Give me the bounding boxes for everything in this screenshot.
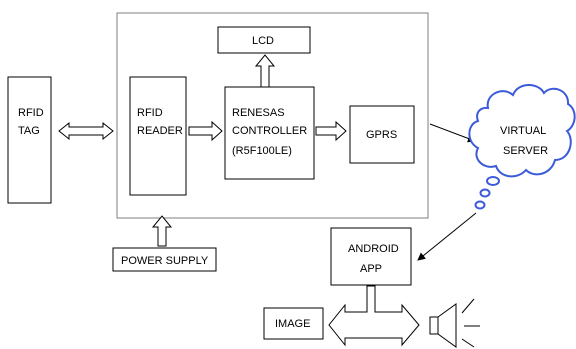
tag-reader-double-arrow — [58, 121, 114, 141]
image-label: IMAGE — [275, 318, 310, 330]
speaker-icon — [429, 298, 480, 348]
controller-label-1: RENESAS — [232, 107, 285, 119]
gprs-label: GPRS — [366, 129, 397, 141]
power-supply-arrow — [151, 215, 173, 247]
server-app-arrow — [417, 212, 477, 261]
rfid-reader-label-2: READER — [137, 125, 183, 137]
rfid-reader-block — [129, 76, 187, 196]
renesas-controller-block — [224, 86, 315, 180]
power-supply-block — [112, 247, 217, 272]
rfid-tag-label-1: RFID — [18, 107, 44, 119]
virtual-server-cloud — [468, 84, 576, 210]
controller-gprs-arrow — [315, 120, 347, 142]
lcd-label: LCD — [252, 35, 274, 47]
cloud-tail-bubble-large — [486, 176, 500, 186]
controller-label-3: (R5F100LE) — [232, 145, 292, 157]
android-app-block — [330, 227, 412, 286]
app-output-split-arrow — [328, 285, 420, 347]
server-label-1: VIRTUAL — [500, 125, 546, 137]
power-supply-label: POWER SUPPLY — [121, 255, 209, 267]
controller-label-2: CONTROLLER — [232, 125, 307, 137]
image-block — [263, 307, 324, 340]
lcd-block — [217, 26, 311, 54]
reader-controller-arrow — [188, 120, 223, 142]
android-app-label-1: ANDROID — [348, 243, 399, 255]
cloud-tail-bubble-small — [474, 200, 486, 210]
gprs-server-arrow — [429, 123, 476, 143]
rfid-tag-block — [7, 76, 52, 204]
gprs-block — [349, 105, 415, 164]
rfid-reader-label-1: RFID — [137, 107, 163, 119]
controller-lcd-arrow — [254, 54, 276, 88]
android-app-label-2: APP — [360, 263, 382, 275]
rfid-tag-label-2: TAG — [18, 125, 40, 137]
server-label-2: SERVER — [503, 145, 548, 157]
cloud-tail-bubble-medium — [479, 188, 491, 198]
